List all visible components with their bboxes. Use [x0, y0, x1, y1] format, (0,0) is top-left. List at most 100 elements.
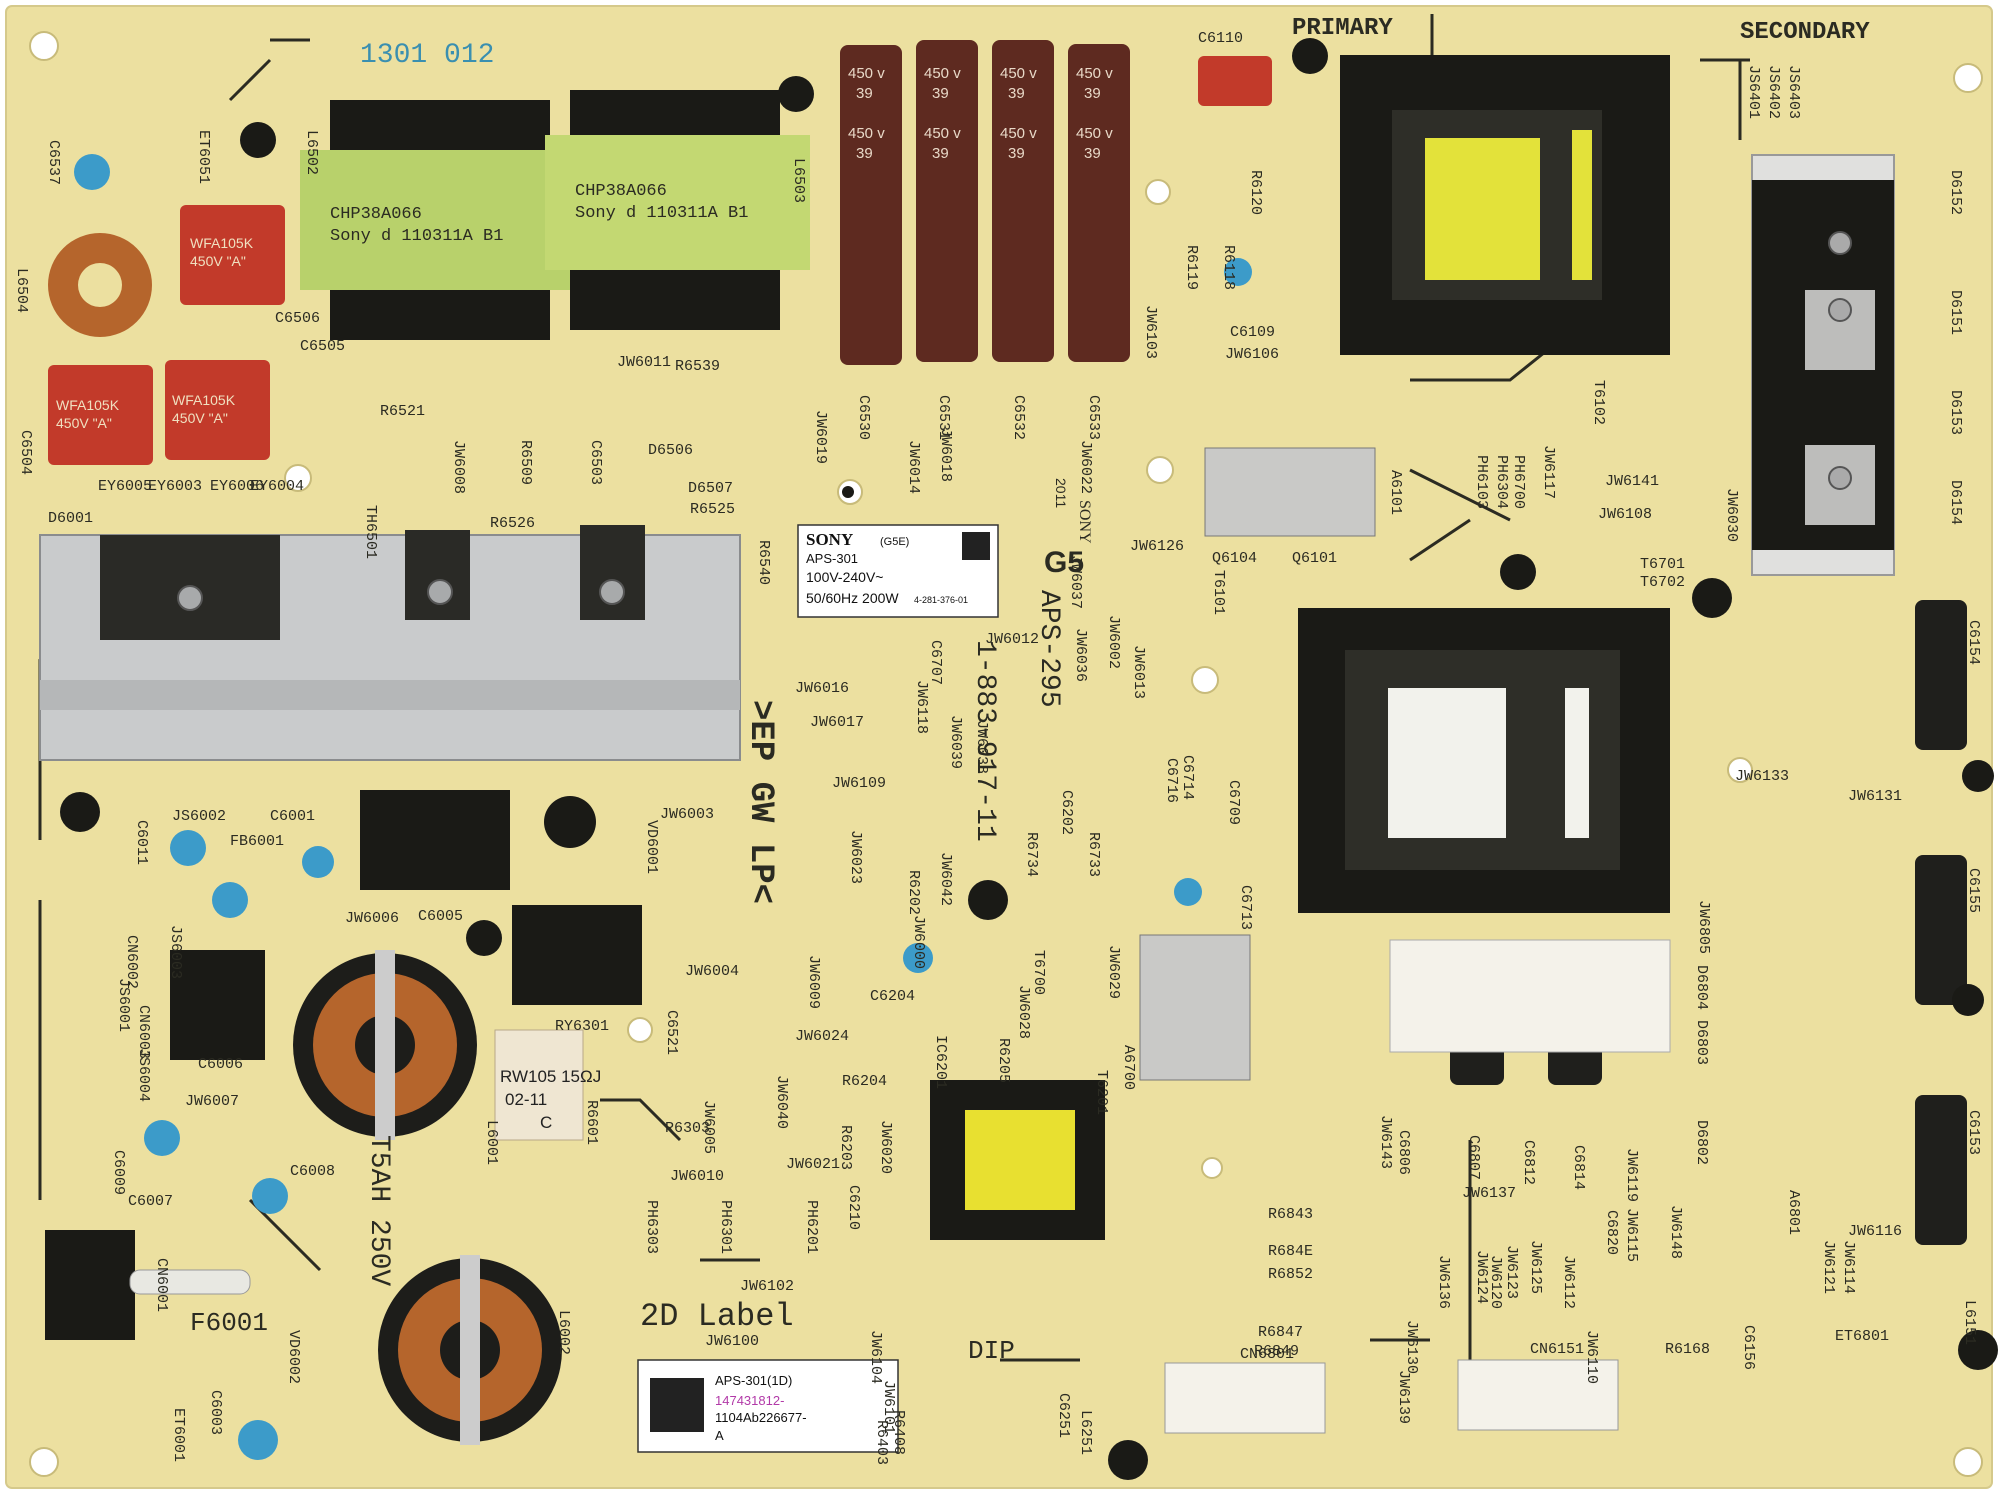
standby-transformer	[930, 1080, 1105, 1240]
ref-label: PH6700	[1510, 455, 1527, 509]
ref-label: JW6007	[185, 1093, 239, 1110]
svg-text:450 v: 450 v	[924, 65, 961, 82]
ref-label: C6521	[663, 1010, 680, 1055]
ref-label: IC6201	[932, 1035, 949, 1089]
film-capacitor-1: WFA105K 450V "A"	[180, 205, 285, 305]
model-vertical: APS-295	[1033, 590, 1064, 708]
ref-label: JW6117	[1540, 445, 1557, 499]
common-mode-choke-1	[293, 950, 477, 1140]
ref-label: R6734	[1023, 832, 1040, 877]
ref-label: C6506	[275, 310, 320, 327]
ref-label: JW6143	[1377, 1115, 1394, 1169]
ref-label: JW6018	[937, 428, 954, 482]
ref-label: PH6301	[717, 1200, 734, 1254]
ref-label: JW6103	[1142, 305, 1159, 359]
ref-label: JW6115	[1623, 1208, 1640, 1262]
ref-label: R684E	[1268, 1243, 1313, 1260]
ref-label: C6504	[17, 430, 34, 475]
ref-label: D6152	[1947, 170, 1964, 215]
svg-text:39: 39	[932, 145, 949, 162]
cement-resistor: RW105 15ΩJ 02-11 C	[494, 1029, 601, 1141]
ref-label: C6537	[45, 140, 62, 185]
ref-label: JW6110	[1583, 1330, 1600, 1384]
svg-text:39: 39	[1084, 145, 1101, 162]
ref-label: JW6014	[905, 440, 922, 494]
ref-label: C6716	[1163, 758, 1180, 803]
ref-label: R6202	[905, 870, 922, 915]
svg-text:450 v: 450 v	[924, 125, 961, 142]
ref-label: TH6501	[362, 505, 379, 559]
ref-label: JW6012	[985, 631, 1039, 648]
ref-label: JW6013	[1130, 645, 1147, 699]
mount-holes	[29, 31, 1983, 1477]
ref-label: C6707	[927, 640, 944, 685]
ref-label: T6701	[1640, 556, 1685, 573]
ref-label: PH6303	[643, 1200, 660, 1254]
year-mark: 2011	[1053, 478, 1069, 508]
sony-side: SONY	[1076, 500, 1093, 544]
toroid-choke-small	[48, 233, 152, 337]
film-capacitor-3: WFA105K 450V "A"	[165, 360, 270, 460]
ref-label: JW6021	[786, 1156, 840, 1173]
ref-label: D6151	[1947, 290, 1964, 335]
fuse-rating: T5AH 250V	[363, 1135, 394, 1286]
svg-text:CHP38A066: CHP38A066	[330, 205, 422, 224]
ref-label: C6001	[270, 808, 315, 825]
ref-label: C6713	[1237, 885, 1254, 930]
ref-label: JW6037	[1067, 555, 1084, 609]
ref-label: C6806	[1395, 1130, 1412, 1175]
ref-label: JW6011	[617, 354, 671, 371]
ref-label: R6525	[690, 501, 735, 518]
ref-label: JW6036	[1072, 628, 1089, 682]
ref-label: R6852	[1268, 1266, 1313, 1283]
film-capacitor-2: WFA105K 450V "A"	[48, 365, 153, 465]
ref-label: C6202	[1058, 790, 1075, 835]
ref-label: D6802	[1693, 1120, 1710, 1165]
ref-label: JS6004	[135, 1048, 152, 1102]
ref-label: JS6003	[167, 925, 184, 979]
ref-label: C6531	[935, 395, 952, 440]
ref-label: JW6009	[805, 955, 822, 1009]
ref-label: C6007	[128, 1193, 173, 1210]
svg-text:SONY: SONY	[806, 530, 853, 549]
ref-label: JW6042	[937, 852, 954, 906]
ref-label: T6700	[1030, 950, 1047, 995]
transformer-1: CHP38A066 Sony d 110311A B1	[300, 100, 580, 340]
ref-label: R6408	[890, 1410, 907, 1455]
ref-label: EY6006	[210, 478, 264, 495]
ref-label: JW6003	[660, 806, 714, 823]
ref-label: A6801	[1785, 1190, 1802, 1235]
ref-label: JW6120	[1487, 1255, 1504, 1309]
ref-label: R6119	[1183, 245, 1200, 290]
bridge-block	[360, 790, 510, 890]
ref-label: EY6004	[250, 478, 304, 495]
svg-text:Sony d 110311A B1: Sony d 110311A B1	[330, 227, 503, 246]
svg-text:APS-301: APS-301	[806, 551, 858, 566]
ref-label: JW6019	[812, 410, 829, 464]
ref-label: JW6131	[1848, 788, 1902, 805]
ref-label: JW6010	[670, 1168, 724, 1185]
ref-label: R6526	[490, 515, 535, 532]
ref-label: C6251	[1055, 1393, 1072, 1438]
ref-label: JW6109	[832, 775, 886, 792]
ref-label: JW6038	[973, 720, 990, 774]
ref-label: JW6040	[773, 1075, 790, 1129]
ref-label: JW6139	[1395, 1370, 1412, 1424]
ref-label: JW6136	[1435, 1255, 1452, 1309]
ref-label: C6807	[1465, 1135, 1482, 1180]
ref-label: JW6016	[795, 680, 849, 697]
ref-label: JW6112	[1560, 1255, 1577, 1309]
primary-label: PRIMARY	[1292, 15, 1393, 42]
ref-label: JW6126	[1130, 538, 1184, 555]
ref-label: D6804	[1693, 965, 1710, 1010]
ref-label: CN6151	[1530, 1341, 1584, 1358]
ref-label: L6503	[790, 158, 807, 203]
ref-label: C6003	[207, 1390, 224, 1435]
ref-label: A6700	[1120, 1045, 1137, 1090]
ref-label: CN6002	[123, 935, 140, 989]
part-vertical: 1-883-917-11	[969, 640, 1000, 842]
ref-label: Q6101	[1292, 550, 1337, 567]
svg-text:50/60Hz 200W: 50/60Hz 200W	[806, 590, 899, 606]
ref-label: JW6148	[1667, 1205, 1684, 1259]
ref-label: JW6039	[947, 715, 964, 769]
